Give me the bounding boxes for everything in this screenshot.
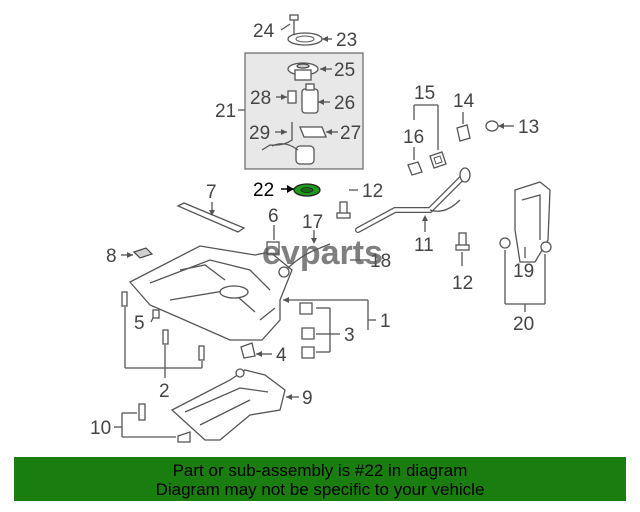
watermark: evparts [262,234,383,272]
callout-24[interactable]: 24 [253,21,275,42]
info-banner: Part or sub-assembly is #22 in diagram D… [14,457,626,501]
part-3-straps [299,302,315,359]
part-7-strip [176,202,246,233]
part-28-valve [287,90,297,104]
callout-14[interactable]: 14 [453,91,475,112]
part-9-heat-shield [170,368,286,441]
part-13-clip [485,120,499,132]
part-26-filter [301,83,319,114]
part-15-ring [429,151,447,169]
part-6-clip [266,241,280,255]
callout-16[interactable]: 16 [403,127,424,148]
callout-10[interactable]: 10 [90,418,111,439]
part-24-bolt [289,14,299,34]
callout-12-lower[interactable]: 12 [452,273,473,294]
part-12-bolt-lower [455,232,470,251]
callout-20[interactable]: 20 [513,314,534,335]
callout-22-highlighted[interactable]: 22 [253,180,274,201]
callout-15[interactable]: 15 [414,83,435,104]
part-20-fasteners [499,237,552,253]
callout-26[interactable]: 26 [334,93,355,114]
callout-29[interactable]: 29 [249,123,270,144]
part-19-bracket [514,181,551,263]
callout-6[interactable]: 6 [268,206,279,227]
part-14-cap [456,124,471,142]
callout-12-upper[interactable]: 12 [362,181,383,202]
part-27-bracket [299,126,327,138]
callout-9[interactable]: 9 [302,388,313,409]
part-16-cap [407,161,423,176]
parts-diagram: 24 23 25 21 28 26 29 27 22 7 6 17 12 8 1… [90,14,552,443]
callout-28[interactable]: 28 [250,88,271,109]
part-11-filler-pipe [355,167,471,233]
part-25-pump-top [287,62,319,81]
part-12-bolt-upper [336,201,351,219]
callout-19[interactable]: 19 [513,261,534,282]
callout-21[interactable]: 21 [215,101,236,122]
part-1-fuel-tank [128,245,293,341]
callout-5[interactable]: 5 [134,313,145,334]
callout-7[interactable]: 7 [206,182,217,203]
part-4-clip [240,342,256,359]
callout-17[interactable]: 17 [302,212,323,233]
part-22-seal-highlighted [293,183,321,197]
part-23-ring [287,32,323,46]
part-10-fasteners [138,403,191,443]
callout-13[interactable]: 13 [518,117,539,138]
callout-18[interactable]: 18 [370,251,391,272]
callout-27[interactable]: 27 [340,123,361,144]
callout-23[interactable]: 23 [336,30,357,51]
part-18-hose [278,243,331,278]
banner-line-2: Diagram may not be specific to your vehi… [155,480,485,499]
callout-4[interactable]: 4 [276,345,287,366]
callout-8[interactable]: 8 [106,246,117,267]
part-5-bolts [121,291,205,361]
callout-3[interactable]: 3 [344,325,355,346]
callout-11[interactable]: 11 [414,235,434,256]
pump-body [271,143,315,165]
banner-line-1: Part or sub-assembly is #22 in diagram [172,461,468,480]
part-8-pad [132,247,154,259]
callout-1[interactable]: 1 [380,311,391,332]
callout-25[interactable]: 25 [334,60,355,81]
callout-2[interactable]: 2 [159,381,170,402]
